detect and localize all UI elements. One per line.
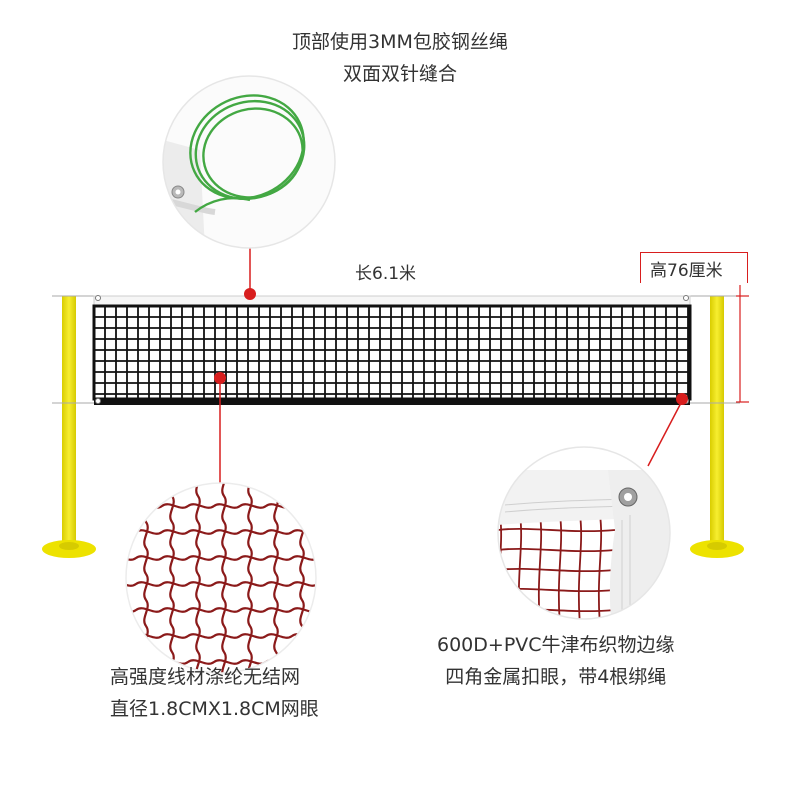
edge-caption-line2: 四角金属扣眼，带4根绑绳 (445, 666, 667, 688)
top-caption-line1: 顶部使用3MM包胶钢丝绳 (292, 31, 508, 53)
height-label-box (640, 252, 748, 283)
length-label: 长6.1米 (355, 264, 417, 284)
callout-wire (244, 247, 256, 300)
height-dimension (736, 285, 749, 403)
edge-caption-line1: 600D+PVC牛津布织物边缘 (437, 634, 675, 656)
wire-rope-detail (162, 75, 336, 249)
callout-mesh (214, 372, 226, 483)
height-label: 高76厘米 (650, 261, 723, 281)
top-rope-caption: 顶部使用3MM包胶钢丝绳 双面双针缝合 (0, 26, 800, 90)
left-pole (42, 296, 96, 558)
right-pole (690, 296, 744, 558)
mesh-caption-line1: 高强度线材涤纶无结网 (110, 666, 301, 688)
net (92, 295, 692, 405)
edge-caption: 600D+PVC牛津布织物边缘 四角金属扣眼，带4根绑绳 (437, 629, 675, 693)
callout-edge (647, 393, 688, 467)
mesh-caption-line2: 直径1.8CMX1.8CM网眼 (110, 698, 319, 720)
edge-detail (497, 446, 671, 620)
mesh-caption: 高强度线材涤纶无结网 直径1.8CMX1.8CM网眼 (110, 661, 319, 725)
top-caption-line2: 双面双针缝合 (342, 63, 457, 85)
